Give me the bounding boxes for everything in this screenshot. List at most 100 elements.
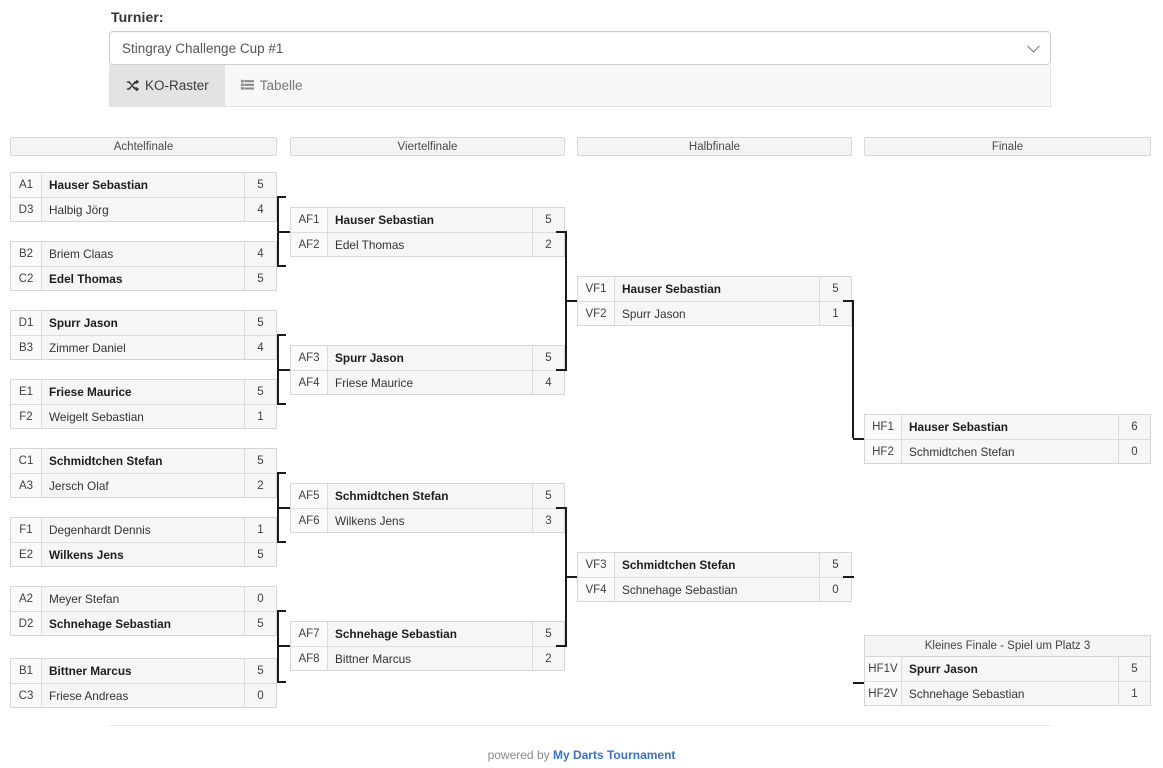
player-name: Schnehage Sebastian xyxy=(335,627,457,641)
table-row[interactable]: C2 Edel Thomas 5 xyxy=(11,266,276,290)
round-header-halbfinale: Halbfinale xyxy=(577,137,852,156)
match-r16-7[interactable]: A2 Meyer Stefan 0 D2 Schnehage Sebastian… xyxy=(10,586,277,636)
table-row[interactable]: AF5 Schmidtchen Stefan 5 xyxy=(291,484,564,508)
match-sf-1[interactable]: VF1 Hauser Sebastian 5 VF2 Spurr Jason 1 xyxy=(577,276,852,326)
round-header-finale: Finale xyxy=(864,137,1151,156)
player-name: Degenhardt Dennis xyxy=(49,523,151,537)
seed: HF2V xyxy=(865,682,902,705)
match-qf-1[interactable]: AF1 Hauser Sebastian 5 AF2 Edel Thomas 2 xyxy=(290,207,565,257)
match-qf-4[interactable]: AF7 Schnehage Sebastian 5 AF8 Bittner Ma… xyxy=(290,621,565,671)
player-name: Bittner Marcus xyxy=(335,651,412,666)
seed: AF8 xyxy=(291,647,328,670)
connector-sf-1-2 xyxy=(852,300,854,438)
table-row[interactable]: VF1 Hauser Sebastian 5 xyxy=(578,277,851,301)
table-row[interactable]: C1 Schmidtchen Stefan 5 xyxy=(11,449,276,473)
footer-divider xyxy=(109,725,1051,726)
seed: F1 xyxy=(11,518,42,542)
connector-r16-5-6 xyxy=(277,472,279,542)
table-row[interactable]: C3 Friese Andreas 0 xyxy=(11,683,276,707)
seed: HF1V xyxy=(865,657,902,681)
tab-tabelle-label: Tabelle xyxy=(259,78,303,93)
score: 5 xyxy=(532,484,564,508)
seed: E1 xyxy=(11,380,42,404)
table-row[interactable]: HF2V Schnehage Sebastian 1 xyxy=(865,681,1150,705)
table-row[interactable]: HF1V Spurr Jason 5 xyxy=(865,657,1150,681)
score: 5 xyxy=(532,622,564,646)
score: 1 xyxy=(244,518,276,542)
match-r16-6[interactable]: F1 Degenhardt Dennis 1 E2 Wilkens Jens 5 xyxy=(10,517,277,567)
table-row[interactable]: F2 Weigelt Sebastian 1 xyxy=(11,404,276,428)
table-row[interactable]: AF3 Spurr Jason 5 xyxy=(291,346,564,370)
seed: VF2 xyxy=(578,302,615,325)
connector-feed-final xyxy=(853,438,864,440)
footer-brand-link[interactable]: My Darts Tournament xyxy=(552,748,676,762)
score: 5 xyxy=(532,346,564,370)
table-row[interactable]: D2 Schnehage Sebastian 5 xyxy=(11,611,276,635)
player-name: Jersch Olaf xyxy=(49,478,109,493)
table-row[interactable]: VF4 Schnehage Sebastian 0 xyxy=(578,577,851,601)
table-row[interactable]: D3 Halbig Jörg 4 xyxy=(11,197,276,221)
table-row[interactable]: HF2 Schmidtchen Stefan 0 xyxy=(865,439,1150,463)
table-row[interactable]: A2 Meyer Stefan 0 xyxy=(11,587,276,611)
player-name: Friese Maurice xyxy=(335,375,414,390)
tab-tabelle[interactable]: Tabelle xyxy=(225,65,319,106)
table-row[interactable]: AF1 Hauser Sebastian 5 xyxy=(291,208,564,232)
player-name: Weigelt Sebastian xyxy=(49,409,144,424)
connector-feed-sf2 xyxy=(566,576,577,578)
match-r16-5[interactable]: C1 Schmidtchen Stefan 5 A3 Jersch Olaf 2 xyxy=(10,448,277,498)
match-final[interactable]: HF1 Hauser Sebastian 6 HF2 Schmidtchen S… xyxy=(864,414,1151,464)
player-name: Wilkens Jens xyxy=(49,547,124,562)
match-r16-1[interactable]: A1 Hauser Sebastian 5 D3 Halbig Jörg 4 xyxy=(10,172,277,222)
match-r16-2[interactable]: B2 Briem Claas 4 C2 Edel Thomas 5 xyxy=(10,241,277,291)
table-row[interactable]: D1 Spurr Jason 5 xyxy=(11,311,276,335)
view-tabs: KO-Raster Tabelle xyxy=(109,65,1051,107)
table-row[interactable]: A1 Hauser Sebastian 5 xyxy=(11,173,276,197)
seed: AF3 xyxy=(291,346,328,370)
match-r16-3[interactable]: D1 Spurr Jason 5 B3 Zimmer Daniel 4 xyxy=(10,310,277,360)
connector-stub xyxy=(277,196,286,198)
table-row[interactable]: A3 Jersch Olaf 2 xyxy=(11,473,276,497)
score: 0 xyxy=(819,578,851,601)
match-qf-3[interactable]: AF5 Schmidtchen Stefan 5 AF6 Wilkens Jen… xyxy=(290,483,565,533)
match-sf-2[interactable]: VF3 Schmidtchen Stefan 5 VF4 Schnehage S… xyxy=(577,552,852,602)
score: 5 xyxy=(1118,657,1150,681)
score: 5 xyxy=(819,553,851,577)
table-row[interactable]: E2 Wilkens Jens 5 xyxy=(11,542,276,566)
footer: powered by My Darts Tournament xyxy=(0,748,1163,762)
player-name: Spurr Jason xyxy=(335,351,404,365)
list-icon xyxy=(240,79,254,92)
footer-prefix: powered by xyxy=(487,748,553,762)
player-name: Wilkens Jens xyxy=(335,513,405,528)
table-row[interactable]: F1 Degenhardt Dennis 1 xyxy=(11,518,276,542)
table-row[interactable]: AF4 Friese Maurice 4 xyxy=(291,370,564,394)
table-row[interactable]: B1 Bittner Marcus 5 xyxy=(11,659,276,683)
table-row[interactable]: VF3 Schmidtchen Stefan 5 xyxy=(578,553,851,577)
score: 5 xyxy=(244,267,276,290)
table-row[interactable]: AF8 Bittner Marcus 2 xyxy=(291,646,564,670)
table-row[interactable]: AF6 Wilkens Jens 3 xyxy=(291,508,564,532)
player-name: Zimmer Daniel xyxy=(49,340,126,355)
tournament-select[interactable]: Stingray Challenge Cup #1 xyxy=(109,31,1051,65)
table-row[interactable]: AF2 Edel Thomas 2 xyxy=(291,232,564,256)
score: 5 xyxy=(244,173,276,197)
match-r16-8[interactable]: B1 Bittner Marcus 5 C3 Friese Andreas 0 xyxy=(10,658,277,708)
table-row[interactable]: B2 Briem Claas 4 xyxy=(11,242,276,266)
table-row[interactable]: HF1 Hauser Sebastian 6 xyxy=(865,415,1150,439)
connector-feed-qf1 xyxy=(279,231,290,233)
match-third-place[interactable]: Kleines Finale - Spiel um Platz 3 HF1V S… xyxy=(864,635,1151,706)
table-row[interactable]: VF2 Spurr Jason 1 xyxy=(578,301,851,325)
connector-stub xyxy=(843,300,854,302)
seed: VF4 xyxy=(578,578,615,601)
tab-ko-raster[interactable]: KO-Raster xyxy=(110,65,225,106)
connector-stub xyxy=(556,645,567,647)
table-row[interactable]: E1 Friese Maurice 5 xyxy=(11,380,276,404)
score: 5 xyxy=(244,311,276,335)
table-row[interactable]: AF7 Schnehage Sebastian 5 xyxy=(291,622,564,646)
connector-stub xyxy=(277,610,286,612)
match-r16-4[interactable]: E1 Friese Maurice 5 F2 Weigelt Sebastian… xyxy=(10,379,277,429)
table-row[interactable]: B3 Zimmer Daniel 4 xyxy=(11,335,276,359)
third-place-title: Kleines Finale - Spiel um Platz 3 xyxy=(865,636,1150,657)
match-qf-2[interactable]: AF3 Spurr Jason 5 AF4 Friese Maurice 4 xyxy=(290,345,565,395)
seed: B1 xyxy=(11,659,42,683)
connector-r16-3-4 xyxy=(277,334,279,404)
